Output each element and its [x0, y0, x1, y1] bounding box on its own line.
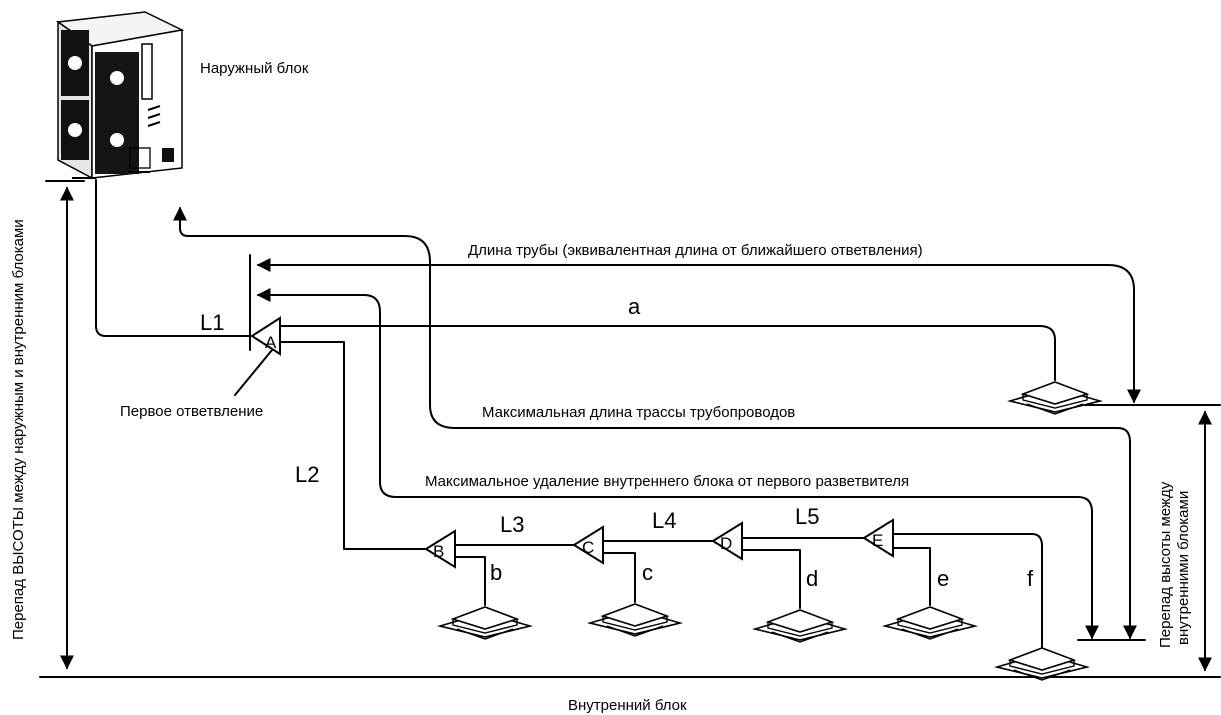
unit-d-label: d: [806, 566, 818, 591]
max-distance-first-branch-line: [256, 288, 1099, 640]
segment-L1-label: L1: [200, 310, 224, 335]
first-branch-pointer: [234, 349, 273, 396]
pipe-length-label: Длина трубы (эквивалентная длина от ближ…: [468, 242, 923, 259]
branch-joint-B: B: [424, 529, 456, 569]
unit-c-label: c: [642, 560, 653, 585]
pipe-a: [279, 325, 1056, 381]
indoor-unit-label: Внутренний блок: [568, 697, 687, 714]
segment-L5-label: L5: [795, 504, 819, 529]
pipe-length-line: [256, 258, 1141, 404]
svg-text:B: B: [433, 542, 444, 561]
height-diff-indoor-label-1: Перепад высоты между: [1157, 481, 1174, 648]
main-pipe-L1: [95, 179, 263, 337]
max-route-length-line: [173, 206, 1137, 640]
unit-e-label: e: [937, 566, 949, 591]
outdoor-unit-icon: [55, 11, 185, 180]
indoor-unit-e-icon: [881, 606, 979, 640]
pipe-f: [892, 533, 1043, 649]
unit-b-label: b: [490, 560, 502, 585]
branch-joint-A: A: [250, 316, 281, 356]
indoor-unit-a-icon: [1006, 381, 1104, 415]
pipe-c: [602, 552, 636, 603]
branch-joint-E: E: [862, 518, 894, 558]
segment-L3-label: L3: [500, 512, 524, 537]
max-distance-first-branch-label: Максимальное удаление внутреннего блока …: [425, 473, 909, 490]
indoor-unit-b-icon: [436, 606, 534, 640]
svg-text:D: D: [720, 534, 732, 553]
pipe-b: [454, 556, 486, 606]
height-diff-outdoor-label: Перепад ВЫСОТЫ между наружным и внутренн…: [10, 219, 27, 640]
indoor-unit-c-icon: [586, 603, 684, 637]
max-route-length-label: Максимальная длина трассы трубопроводов: [482, 404, 795, 421]
indoor-unit-d-icon: [751, 609, 849, 643]
segment-L4-label: L4: [652, 508, 676, 533]
svg-text:C: C: [582, 538, 594, 557]
pipe-e: [892, 547, 931, 606]
outdoor-unit-label: Наружный блок: [200, 60, 309, 77]
svg-text:A: A: [265, 333, 277, 352]
svg-text:E: E: [872, 531, 883, 550]
segment-L2-label: L2: [295, 462, 319, 487]
unit-a-label: a: [628, 294, 641, 319]
pipe-L2: [279, 341, 427, 550]
pipe-d: [741, 549, 801, 609]
first-branch-label: Первое ответвление: [120, 403, 263, 420]
unit-f-label: f: [1027, 566, 1034, 591]
height-diff-indoor-label-2: внутренними блоками: [1175, 491, 1192, 645]
branch-joint-D: D: [711, 521, 743, 561]
branch-joint-C: C: [572, 525, 604, 565]
indoor-unit-f-icon: [993, 647, 1091, 681]
